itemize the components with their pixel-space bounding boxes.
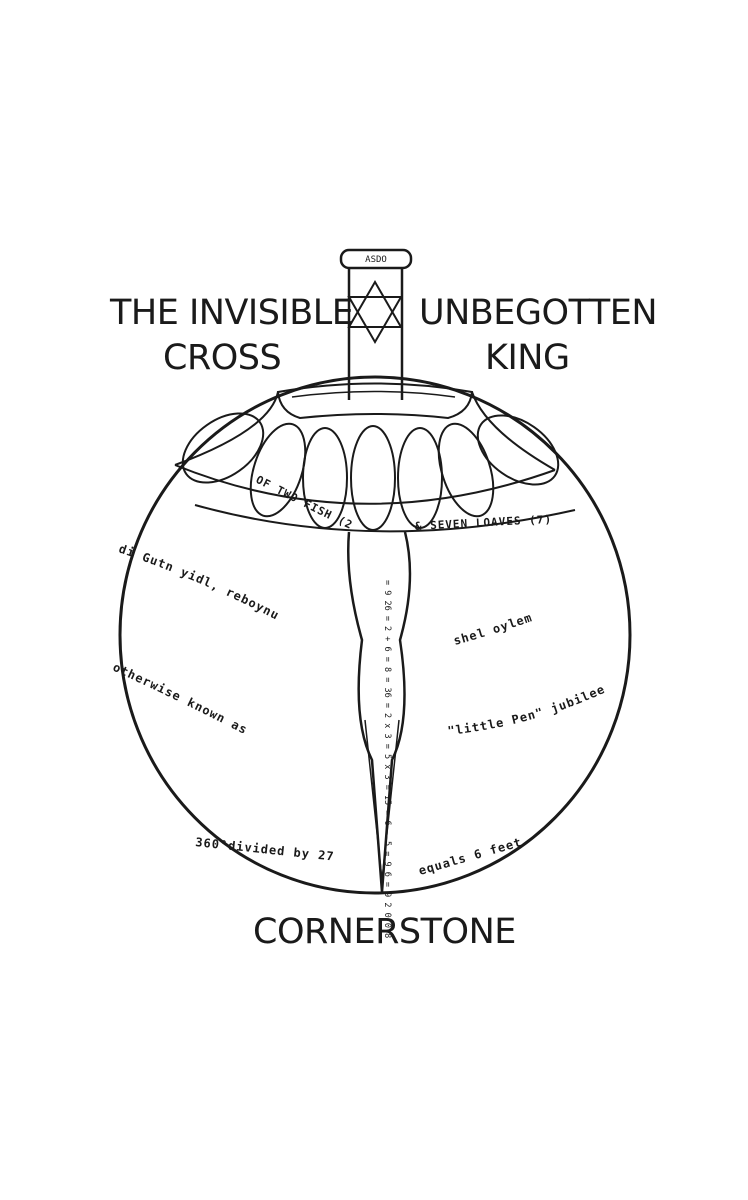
globe-text-right-2: "little Pen" jubilee [447, 682, 608, 738]
petal-5 [397, 427, 443, 529]
sword-pommel [339, 248, 413, 270]
petal-3 [302, 427, 348, 529]
petal-2 [249, 422, 307, 518]
petal-4 [350, 425, 396, 531]
petal-1 [181, 412, 265, 484]
petal-6 [437, 422, 495, 518]
star-of-david-icon [347, 280, 403, 344]
sword-hilt [347, 265, 404, 400]
globe-outline [118, 375, 632, 895]
title-left-line1: THE INVISIBLE [110, 293, 354, 333]
band-outline [174, 391, 576, 533]
globe-text-right-1: shel oylem [452, 610, 534, 648]
band-text-left: OF TWO FISH (2) [0, 0, 355, 532]
title-right-line1: UNBEGOTTEN [419, 293, 658, 333]
blade-inscription: = 9 26 = 2 + 6 = 8 = 36 = 2 x 3 = 5 x 3 … [382, 580, 392, 938]
blade-fuller [364, 719, 400, 881]
globe-text-left-1: di Gutn yidl, reboynu [117, 542, 282, 623]
globe-text-left-2: otherwise known as [111, 660, 250, 737]
hilt-label: ASDO [365, 255, 387, 265]
sword-blade [346, 531, 412, 893]
petal-ring [181, 412, 560, 531]
globe-text-left-3: 360°divided by 27 [195, 835, 336, 864]
bottom-title: CORNERSTONE [253, 912, 516, 952]
title-right-line2: KING [485, 338, 570, 378]
band-rim [276, 382, 474, 420]
title-left-line2: CROSS [163, 338, 282, 378]
band-rim-stroke [291, 390, 456, 398]
petal-7 [476, 414, 560, 486]
